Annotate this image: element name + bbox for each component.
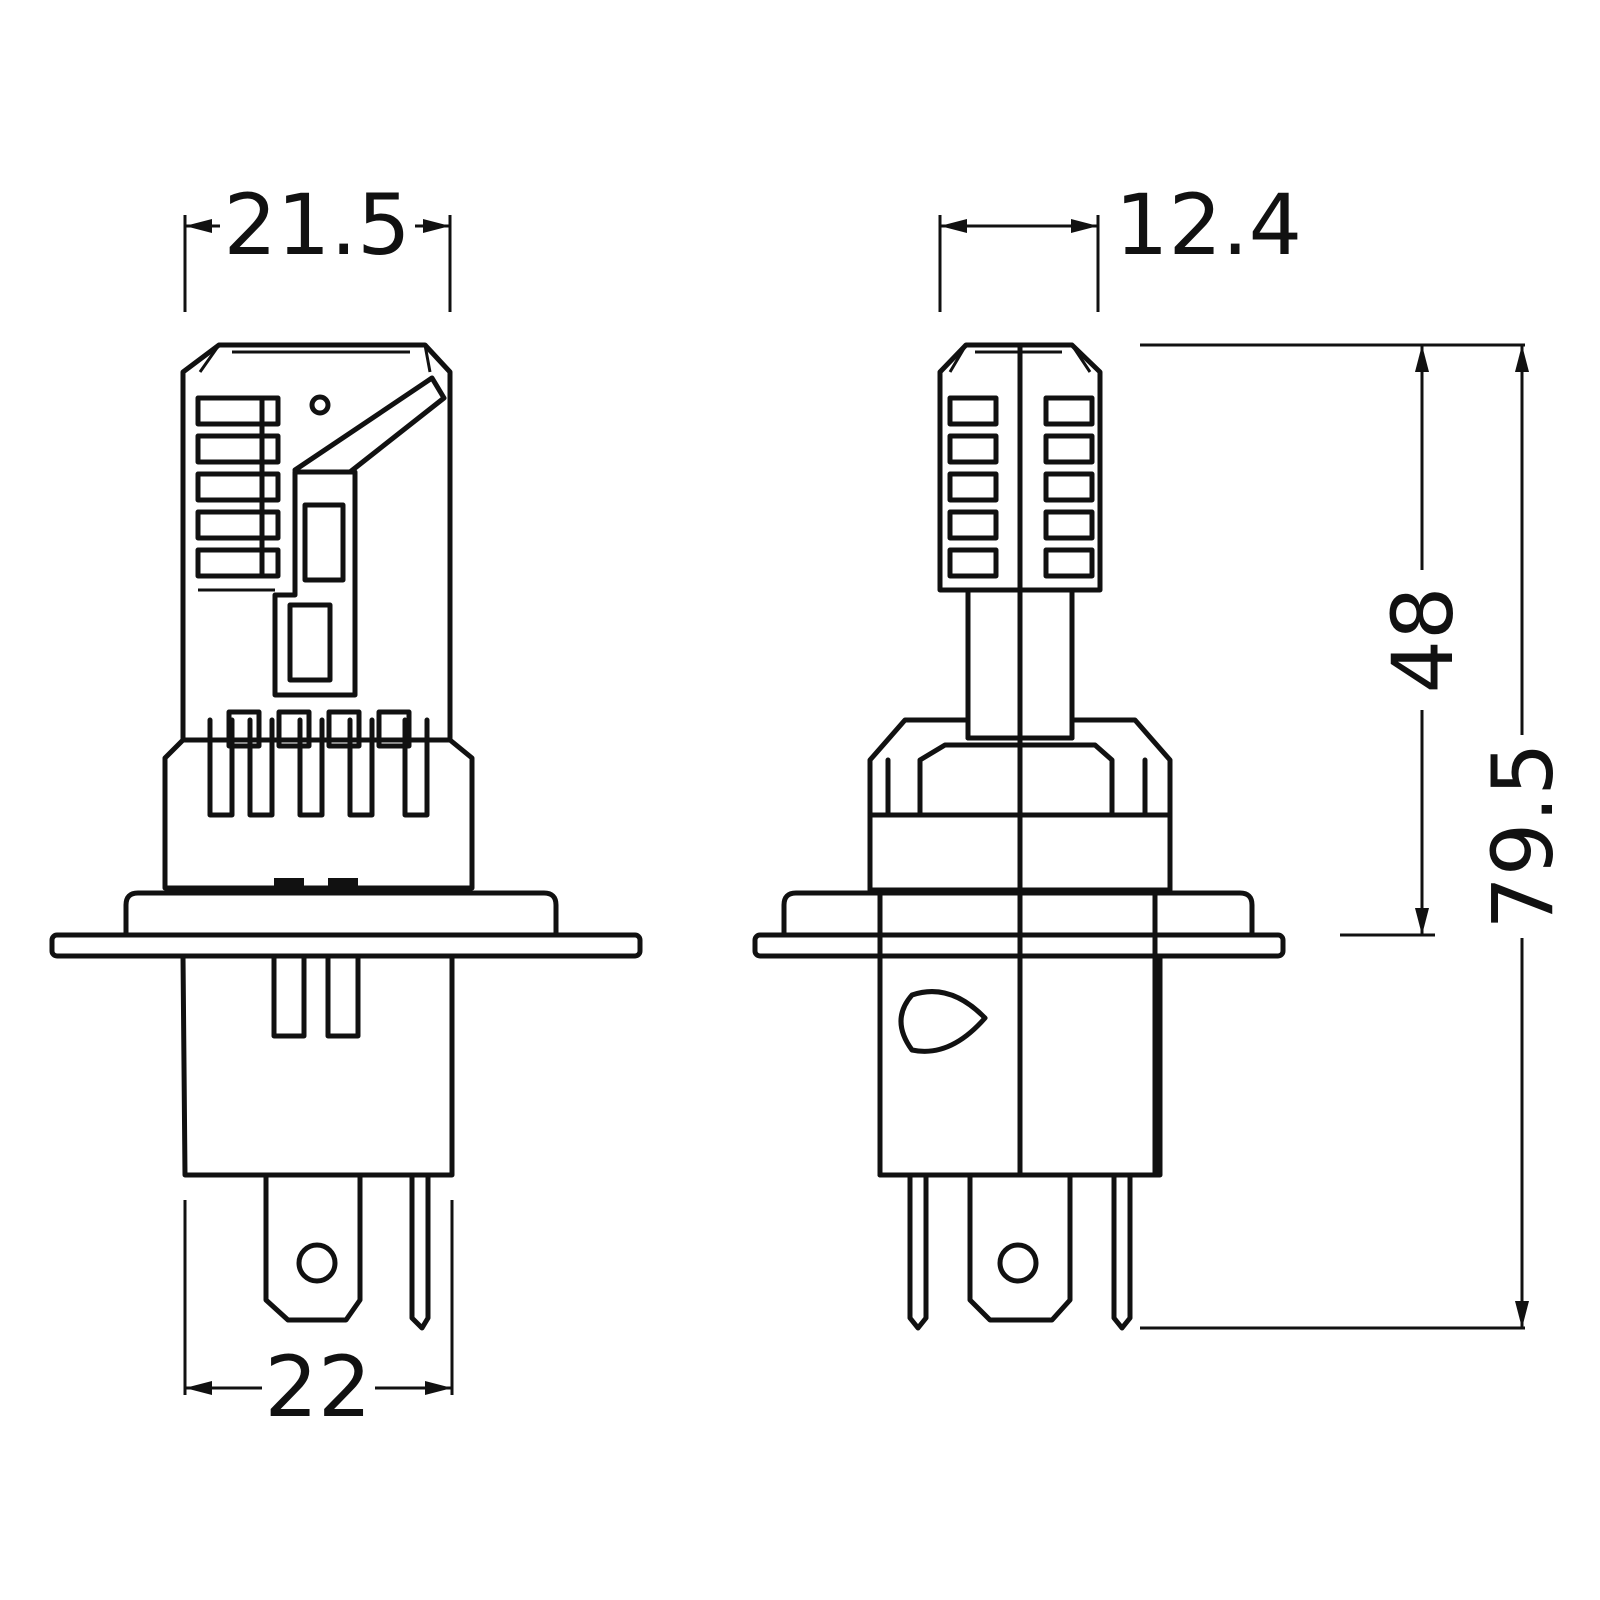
front-base-body [180,953,455,1178]
front-flange-top [123,890,559,938]
side-led-chips-left [947,395,999,579]
front-view [49,342,643,1331]
dimension-top-width-side: 12.4 [938,176,1302,312]
side-view [752,342,1286,1331]
front-center-pin [263,1172,363,1323]
side-pin-hole [997,1242,1039,1284]
dim-label-79-5: 79.5 [1474,742,1572,929]
front-chip-array-upper [302,502,346,583]
side-keyway-mark [898,989,988,1054]
front-base-tabs [271,953,361,1039]
dimension-base-width: 22 [183,1200,454,1436]
side-base-body [877,953,1163,1178]
front-led-chips-left [195,395,281,579]
side-heat-sink [867,717,1173,893]
side-right-pin [1111,1172,1133,1331]
front-side-pin [409,1172,431,1331]
front-chip-array-lower [287,602,333,683]
side-neck [965,587,1075,741]
front-heat-sink-fins [162,709,475,891]
dim-label-21-5: 21.5 [223,176,410,274]
side-flange-top [781,890,1255,938]
front-heat-pipe [292,375,447,475]
side-flange-plate [752,932,1286,959]
dimension-led-height: 48 [1140,343,1525,937]
front-inner-board [272,469,358,698]
dimension-top-width-front: 21.5 [183,176,452,312]
front-head-bevel [198,344,432,373]
side-center-pin [967,1172,1073,1323]
front-pin-hole [296,1242,338,1284]
side-led-chips-right [1043,395,1095,579]
front-vent-hole [309,394,331,416]
front-flange-plate [49,932,643,959]
side-left-pin [907,1172,929,1331]
dimension-total-height: 79.5 [1140,345,1572,1330]
dim-label-22: 22 [265,1338,372,1436]
dim-label-12-4: 12.4 [1115,176,1302,274]
dim-label-48: 48 [1374,587,1472,694]
